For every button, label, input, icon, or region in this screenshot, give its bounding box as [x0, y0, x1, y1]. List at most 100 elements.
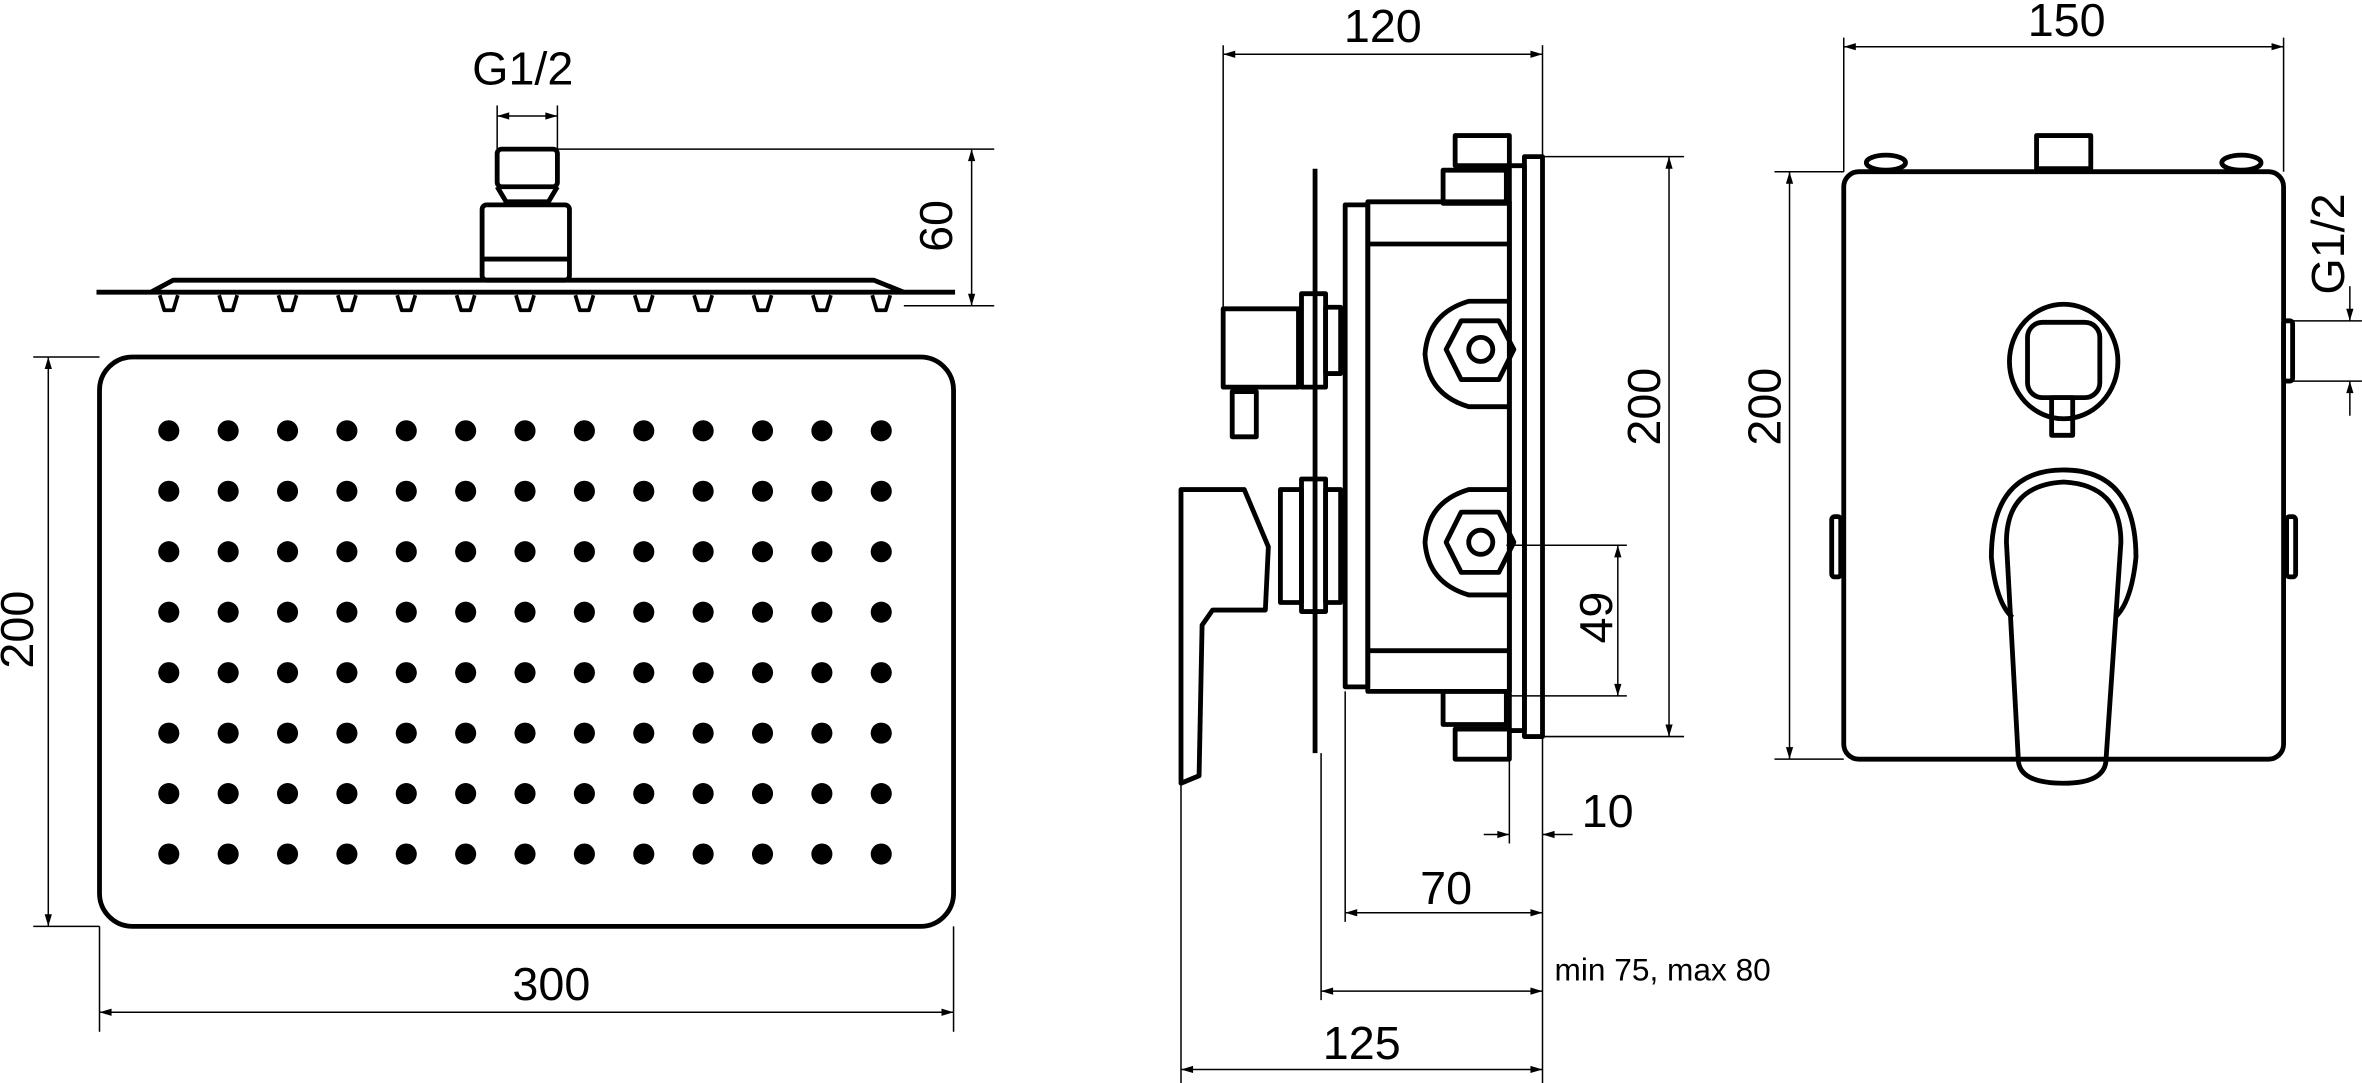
nozzle-dot: [633, 480, 655, 502]
nozzle-dot: [217, 420, 239, 442]
body-depth-label: 70: [1420, 862, 1472, 914]
nozzle-side: [217, 294, 240, 313]
dimension-g12-top: G1/2: [472, 42, 573, 150]
nozzle-dot: [811, 843, 833, 865]
nozzle-dot: [870, 420, 892, 442]
nozzle-dot: [455, 601, 477, 623]
nozzle-dot: [455, 480, 477, 502]
nozzle-dot: [158, 662, 180, 684]
nozzle-dot: [514, 541, 536, 563]
nozzle-dot: [633, 601, 655, 623]
nozzle-side: [573, 294, 596, 313]
nozzle-dot: [158, 541, 180, 563]
nozzle-side: [811, 294, 833, 313]
nozzle-dot: [692, 541, 714, 563]
nozzle-dot: [751, 480, 774, 502]
nozzle-side: [276, 294, 299, 313]
diverter-knob: [2007, 301, 2121, 422]
nozzle-side: [157, 294, 180, 313]
nozzle-dot: [158, 722, 180, 744]
nozzle-dot: [573, 843, 595, 865]
nozzle-dot: [751, 662, 774, 684]
nozzle-dot: [573, 541, 595, 563]
nozzle-dot: [751, 601, 774, 623]
nozzle-dot: [217, 541, 239, 563]
nozzle-dot: [811, 601, 833, 623]
nozzle-side: [395, 294, 418, 313]
lever-handle-front: [2004, 479, 2124, 786]
nozzle-dot: [158, 480, 180, 502]
nozzle-dot: [336, 783, 358, 805]
nozzle-dot: [217, 722, 239, 744]
nozzle-dot: [692, 662, 714, 684]
front-width-label: 150: [2028, 0, 2106, 46]
front-height-label: 200: [1738, 368, 1790, 446]
install-depth-label: min 75, max 80: [1555, 952, 1771, 988]
nozzle-dot: [217, 480, 239, 502]
nozzle-dot: [158, 783, 180, 805]
nozzle-dot: [336, 662, 358, 684]
nozzle-dot: [811, 420, 833, 442]
nozzle-dot: [455, 783, 477, 805]
nozzle-dot: [276, 783, 299, 805]
nozzle-dot: [395, 420, 417, 442]
nozzle-dot: [217, 783, 239, 805]
nozzle-dot: [573, 662, 595, 684]
nozzle-dot: [692, 420, 714, 442]
nozzle-dot: [395, 843, 417, 865]
nozzle-dot: [395, 722, 417, 744]
nozzle-dot: [276, 722, 299, 744]
height-label: 60: [910, 200, 962, 252]
nozzle-dot: [573, 783, 595, 805]
nozzle-side: [692, 294, 714, 313]
nozzle-dot: [573, 420, 595, 442]
nozzle-dot: [811, 541, 833, 563]
nozzle-dot: [573, 722, 595, 744]
nozzle-dot: [336, 722, 358, 744]
nozzle-dot: [276, 541, 299, 563]
nozzle-dot: [455, 662, 477, 684]
nozzle-dot: [870, 843, 892, 865]
nozzle-dot: [514, 420, 536, 442]
nozzle-dot: [455, 843, 477, 865]
nozzle-dot: [692, 843, 714, 865]
nozzle-dot: [276, 480, 299, 502]
nozzle-dot: [395, 601, 417, 623]
nozzle-side: [336, 294, 358, 313]
nozzle-side: [632, 294, 655, 313]
nozzle-dot: [514, 662, 536, 684]
nozzle-side: [751, 294, 774, 313]
nozzle-dot: [811, 722, 833, 744]
dimension-depth-200: 200: [0, 356, 100, 928]
nozzle-dot: [751, 541, 774, 563]
nozzle-dot: [514, 480, 536, 502]
nozzle-dot: [336, 843, 358, 865]
nozzle-dot: [870, 783, 892, 805]
nozzle-dot: [692, 783, 714, 805]
nozzle-side: [454, 294, 477, 313]
showerhead-side-view: [96, 146, 956, 313]
nozzle-dot: [336, 601, 358, 623]
nozzle-dot: [751, 783, 774, 805]
nozzle-dot: [217, 843, 239, 865]
nozzle-dot: [455, 541, 477, 563]
side-depth-label: 120: [1344, 0, 1422, 52]
lever-handle-side: [1178, 487, 1271, 786]
nozzle-dot: [336, 480, 358, 502]
total-depth-label: 125: [1323, 1017, 1401, 1069]
nozzle-dot: [455, 722, 477, 744]
nozzle-dot: [395, 662, 417, 684]
side-height-label: 200: [1618, 368, 1670, 446]
front-thread-label: G1/2: [2302, 193, 2354, 294]
nozzle-dot: [276, 601, 299, 623]
nozzle-dot: [158, 420, 180, 442]
nozzle-side: [870, 294, 893, 313]
nozzle-dot: [514, 722, 536, 744]
nozzle-dot: [514, 783, 536, 805]
nozzle-dot: [514, 843, 536, 865]
nozzle-dot: [395, 783, 417, 805]
outlet-nut-upper: [1443, 318, 1517, 382]
nozzle-dot: [514, 601, 536, 623]
nozzle-dot: [633, 722, 655, 744]
nozzle-dot: [158, 843, 180, 865]
